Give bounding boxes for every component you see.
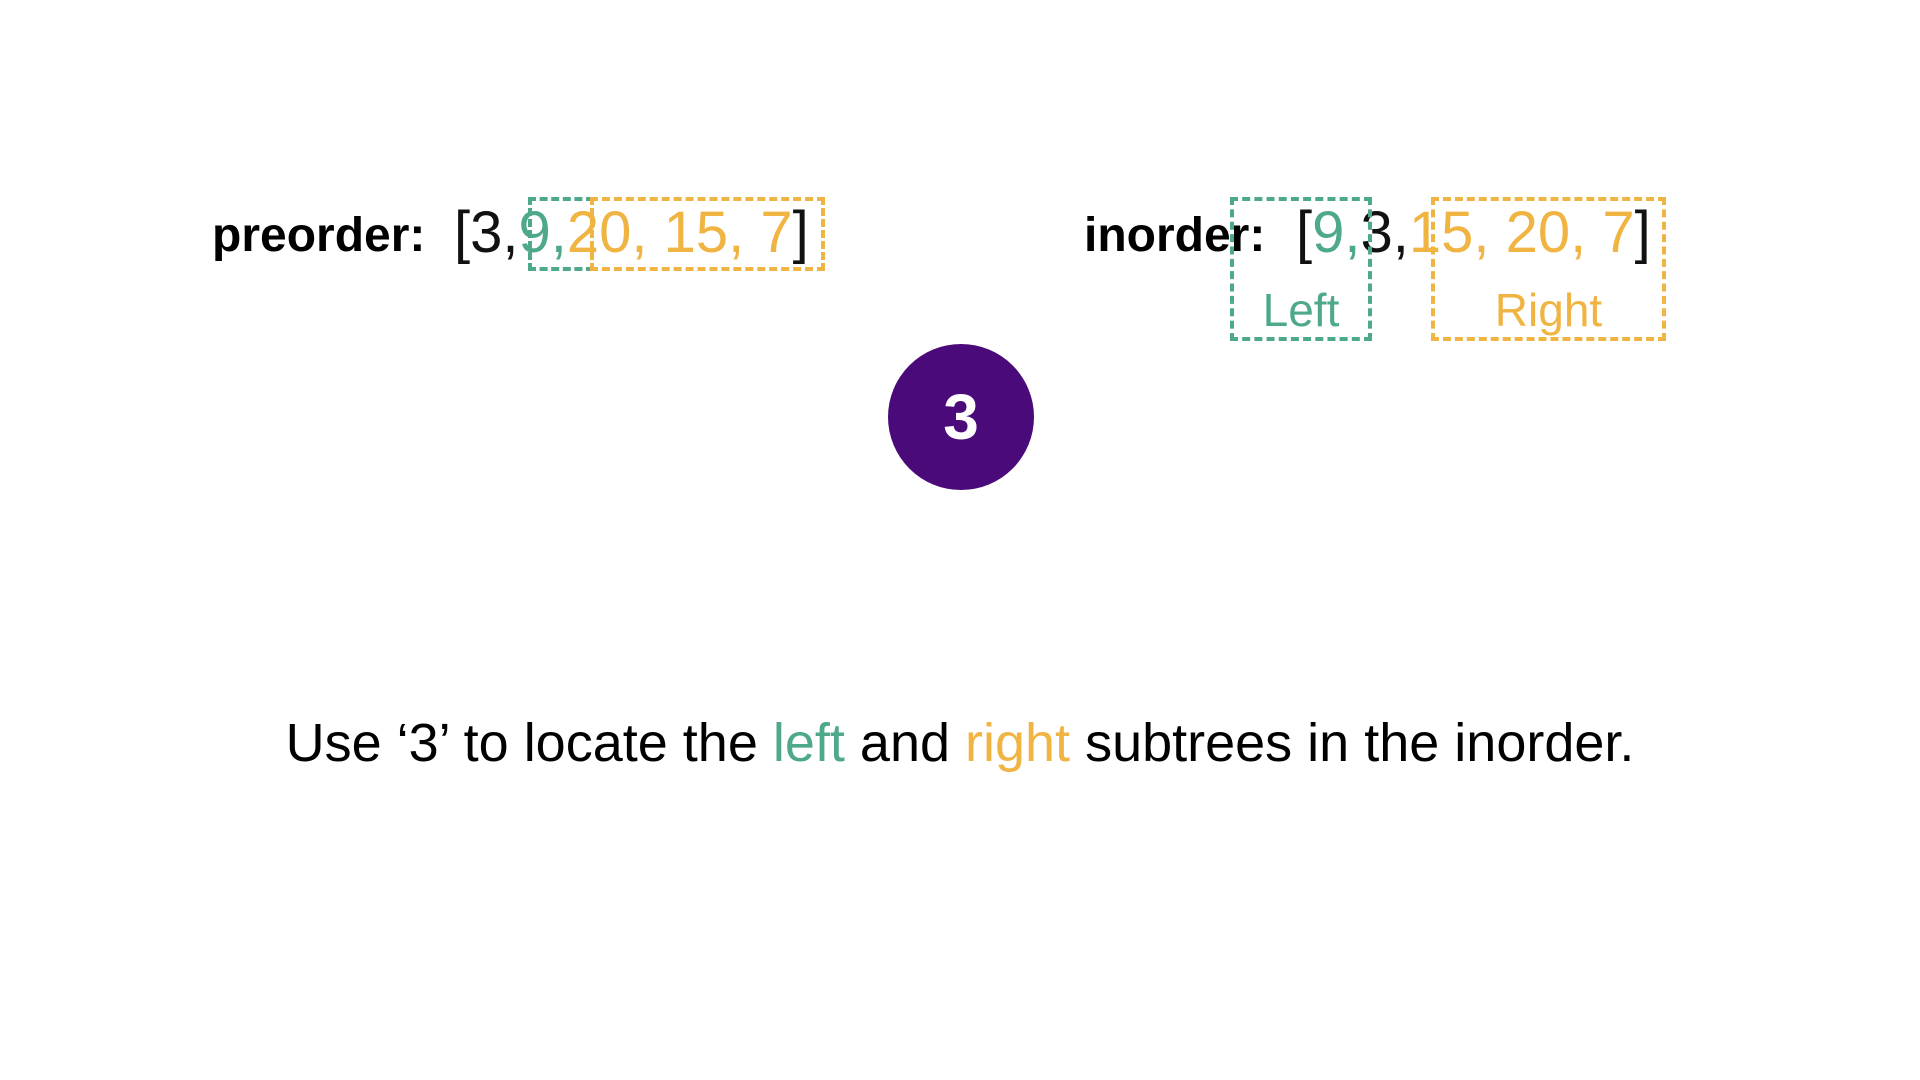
- caption-part-1: Use ‘3’ to locate the: [285, 713, 773, 773]
- preorder-left-box: [528, 197, 594, 271]
- caption: Use ‘3’ to locate the left and right sub…: [0, 708, 1920, 778]
- root-node: 3: [888, 344, 1034, 490]
- preorder-left-values: 9,: [518, 200, 567, 265]
- left-subtree-label: Left: [1262, 284, 1340, 336]
- caption-part-3: subtrees in the inorder.: [1070, 713, 1635, 773]
- caption-left-word: left: [772, 713, 845, 773]
- inorder-left-box: [1230, 197, 1372, 341]
- preorder-sequence: [3,9,20, 15, 7]: [454, 198, 809, 268]
- preorder-close-bracket: ]: [792, 200, 809, 265]
- inorder-left-values: 9,: [1312, 200, 1361, 265]
- inorder-right-values: 15, 20, 7: [1408, 200, 1635, 265]
- root-node-value: 3: [943, 381, 979, 453]
- right-subtree-label: Right: [1494, 284, 1603, 336]
- inorder-right-box: [1431, 197, 1666, 341]
- preorder-root-value: 3,: [470, 200, 519, 265]
- inorder-close-bracket: ]: [1634, 200, 1651, 265]
- preorder-label: preorder:: [212, 209, 426, 262]
- preorder-right-values: 20, 15, 7: [566, 200, 793, 265]
- preorder-open-bracket: [: [454, 200, 471, 265]
- caption-part-2: and: [844, 713, 966, 773]
- inorder-open-bracket: [: [1296, 200, 1313, 265]
- caption-right-word: right: [965, 713, 1071, 773]
- inorder-label: inorder:: [1084, 209, 1266, 262]
- preorder-right-box: [590, 197, 825, 271]
- inorder-sequence: [9,3,15, 20, 7]: [1296, 198, 1651, 268]
